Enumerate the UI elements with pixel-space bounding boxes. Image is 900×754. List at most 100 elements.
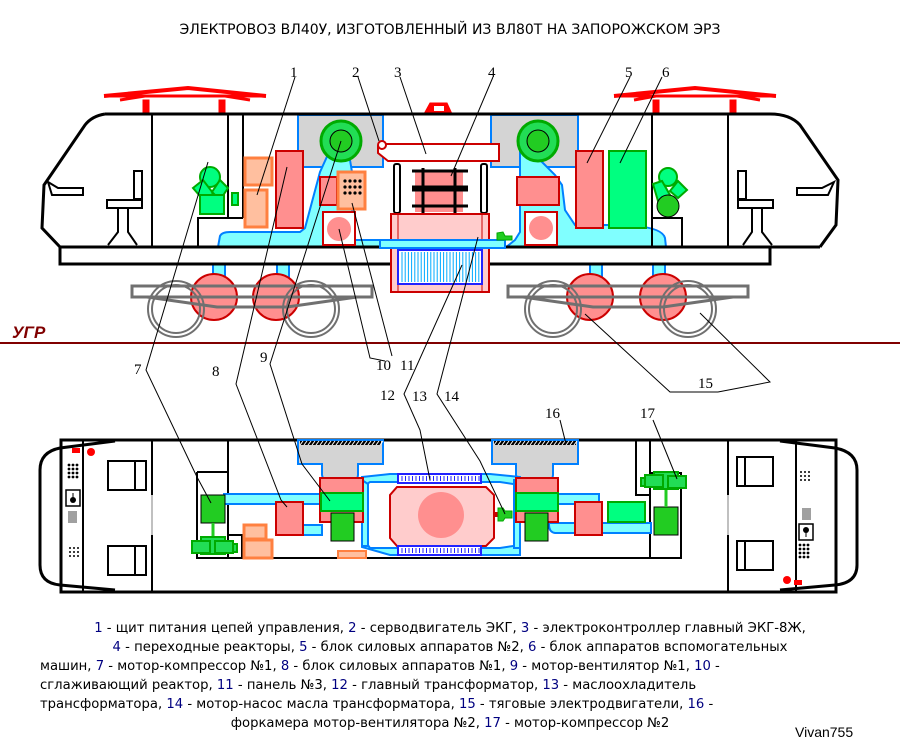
console-button: [802, 543, 806, 547]
hatch-line: [549, 440, 554, 446]
console-button: [77, 555, 79, 557]
console-button: [802, 547, 806, 551]
hatch-line: [299, 440, 304, 446]
author-signature: Vivan755: [795, 724, 854, 740]
wheel: [282, 280, 340, 338]
console-button: [800, 479, 802, 481]
motor-fan-2: [515, 492, 559, 512]
console-button: [77, 551, 79, 553]
motor-fan-1: [320, 492, 364, 512]
bogie-spring: [522, 295, 734, 309]
bogie-frame: [506, 284, 750, 299]
smoothing-reactor-right-core: [529, 216, 553, 240]
legend-line: сглаживающий реактор, 11 - панель №3, 12…: [40, 676, 860, 695]
hatch-line: [371, 440, 376, 446]
windshield-right: [796, 179, 837, 196]
console-button: [804, 475, 806, 477]
legend-number: 2: [348, 621, 357, 636]
callout-7: 7: [134, 362, 142, 378]
small-orange-block: [337, 550, 367, 559]
legend-number: 13: [542, 678, 560, 693]
legend-number: 5: [299, 640, 308, 655]
motor-fan-1-motor: [330, 512, 355, 542]
hatch-line: [533, 440, 538, 446]
legend-number: 14: [166, 697, 184, 712]
console-button: [75, 471, 79, 475]
hatch-line: [379, 440, 384, 446]
legend-text: - блок силовых аппаратов №2,: [307, 640, 528, 655]
hatch-line: [553, 440, 558, 446]
console-button: [808, 475, 810, 477]
legend-text: - серводвигатель ЭКГ,: [356, 621, 521, 636]
hatch-line: [513, 440, 518, 446]
console-button: [798, 543, 802, 547]
motor-compressor-1: [200, 494, 226, 524]
power-block-2: [575, 150, 604, 229]
hatch-line: [501, 440, 506, 446]
hatch-band: [300, 441, 381, 445]
bogies: [130, 273, 750, 338]
legend-text: - электроконтроллер главный ЭКГ-8Ж,: [529, 621, 806, 636]
legend-number: 3: [520, 621, 530, 636]
cab-walls: [151, 114, 729, 247]
hatch-line: [565, 440, 570, 446]
legend-text: - мотор-компрессор №1,: [104, 659, 281, 674]
roof-horn-inner: [434, 106, 444, 111]
hatch-line: [307, 440, 312, 446]
console-grid: [68, 511, 77, 523]
transition-reactor-frame: [412, 168, 468, 213]
console-button: [798, 551, 802, 555]
callout-16: 16: [545, 406, 561, 422]
legend-text: сглаживающий реактор,: [40, 678, 217, 693]
console-button: [73, 551, 75, 553]
console-button: [71, 467, 75, 471]
legend-number: 15: [458, 697, 476, 712]
console-button: [69, 547, 71, 549]
duct-horizontal: [379, 239, 506, 249]
indicator-lamp: [794, 580, 802, 585]
console-button: [800, 475, 802, 477]
legend-line: 4 - переходные реакторы, 5 - блок силовы…: [40, 638, 860, 657]
oil-cooler-fins: [401, 252, 480, 282]
motor-compressor-1-unit: [191, 536, 238, 555]
hatch-line: [311, 440, 316, 446]
console-button: [71, 463, 75, 467]
callout-10: 10: [376, 358, 391, 374]
hatch-line: [367, 440, 372, 446]
callout-3: 3: [394, 65, 402, 81]
bogie-spring: [146, 295, 358, 309]
control-power-panel: [243, 188, 269, 229]
callout-14: 14: [444, 389, 460, 405]
hatch-line: [339, 440, 344, 446]
driver-seat-left: [106, 170, 143, 246]
legend: 1 - щит питания цепей управления, 2 - се…: [40, 619, 860, 733]
driver-seat-right: [737, 170, 774, 246]
console-button: [67, 471, 71, 475]
red-block-right: [516, 176, 560, 206]
servo-motor: [377, 140, 387, 150]
callout-12: 12: [380, 388, 395, 404]
legend-number: 9: [509, 659, 519, 674]
console-button: [75, 463, 79, 467]
indicator-lamp: [72, 448, 80, 453]
windshield-left: [46, 179, 84, 196]
console-button: [808, 471, 810, 473]
callout-13: 13: [412, 389, 427, 405]
plan-body-outline: [38, 438, 859, 594]
legend-text: - блок аппаратов вспомогательных: [536, 640, 788, 655]
pantograph-right: [613, 85, 777, 115]
callout-6: 6: [662, 65, 670, 81]
hatch-line: [545, 440, 550, 446]
console-button: [798, 547, 802, 551]
legend-number: 11: [216, 678, 234, 693]
console-button: [67, 467, 71, 471]
indicator-light: [87, 448, 95, 456]
legend-number: 8: [280, 659, 290, 674]
callout-numbers: 1 2 3 4 5 6 7 8 9 10 11 12 13 14 15 16 1…: [134, 65, 713, 422]
console-button: [71, 471, 75, 475]
console-button: [802, 551, 806, 555]
reactor-plan-bottom: [242, 538, 274, 560]
plan-seats: [107, 456, 774, 576]
console-button: [69, 555, 71, 557]
